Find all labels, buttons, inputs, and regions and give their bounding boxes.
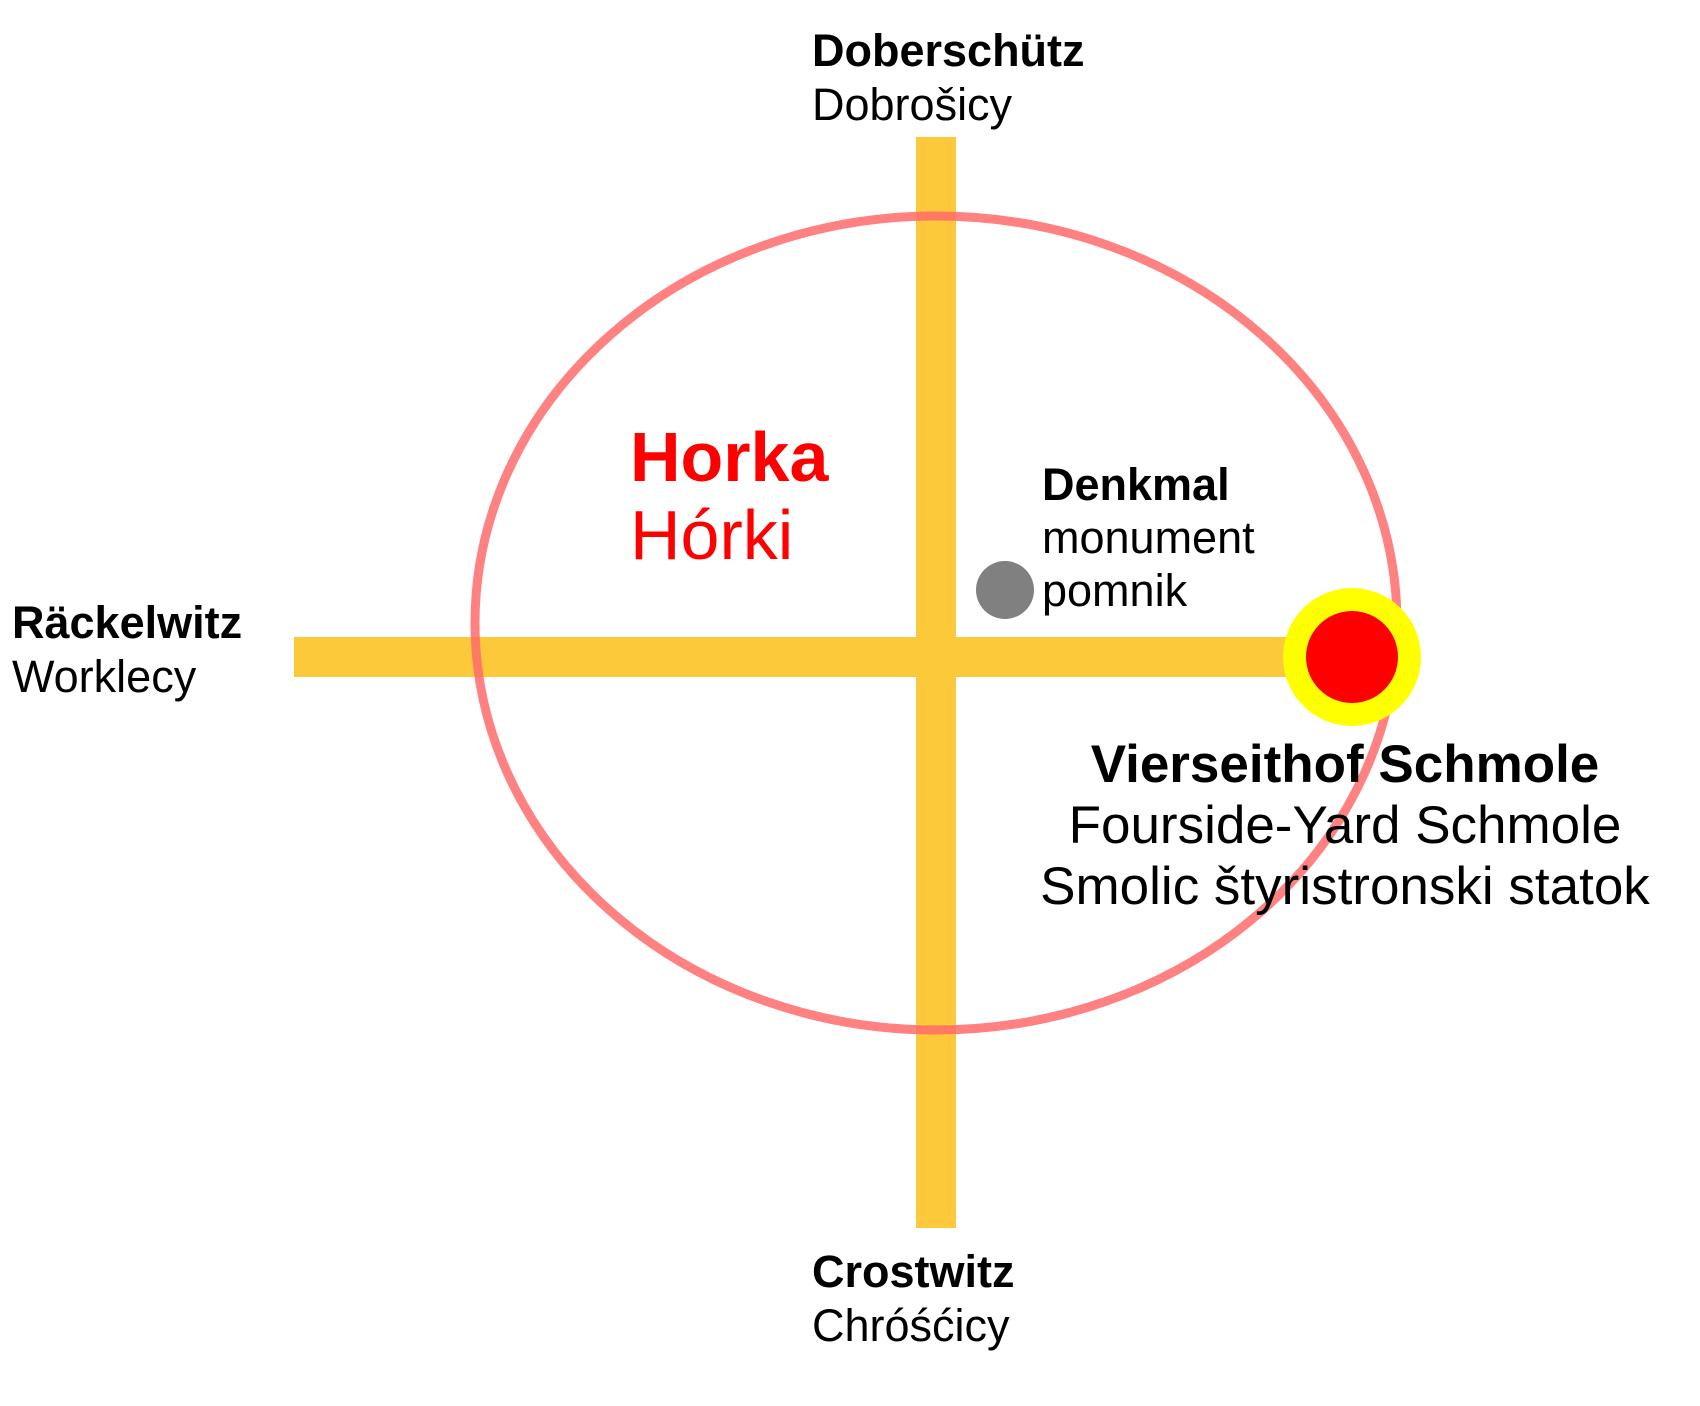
site-label: Vierseithof Schmole Fourside-Yard Schmol… — [995, 735, 1695, 918]
neighbor-west-name-hsb: Worklecy — [12, 651, 197, 702]
village-name-de: Horka — [630, 418, 829, 496]
monument-dot — [976, 561, 1034, 619]
site-marker-inner — [1306, 611, 1398, 703]
village-name-hsb: Hórki — [630, 496, 794, 575]
site-name-hsb: Smolic štyristronski statok — [1040, 856, 1650, 916]
neighbor-south-name-hsb: Chróśćicy — [812, 1300, 1010, 1351]
monument-name-en: monument — [1042, 512, 1255, 564]
neighbor-north-name-de: Doberschütz — [812, 25, 1085, 76]
monument-title: Denkmal — [1042, 459, 1230, 510]
neighbor-south-name-de: Crostwitz — [812, 1246, 1015, 1297]
road-north-south — [916, 137, 956, 1228]
neighbor-north-name-hsb: Dobrošicy — [812, 79, 1013, 130]
site-name-de: Vierseithof Schmole — [1090, 735, 1600, 794]
neighbor-west-name-de: Räckelwitz — [12, 597, 243, 648]
village-label: Horka Hórki — [630, 418, 828, 575]
neighbor-label-south: Crostwitz Chróśćicy — [812, 1245, 1015, 1353]
neighbor-label-north: Doberschütz Dobrošicy — [812, 24, 1085, 132]
neighbor-label-west: Räckelwitz Worklecy — [12, 596, 242, 704]
monument-name-hsb: pomnik — [1042, 565, 1188, 617]
monument-label: Denkmal monument pomnik — [1042, 458, 1255, 617]
site-name-en: Fourside-Yard Schmole — [1068, 795, 1622, 855]
road-west-east — [294, 637, 1352, 677]
